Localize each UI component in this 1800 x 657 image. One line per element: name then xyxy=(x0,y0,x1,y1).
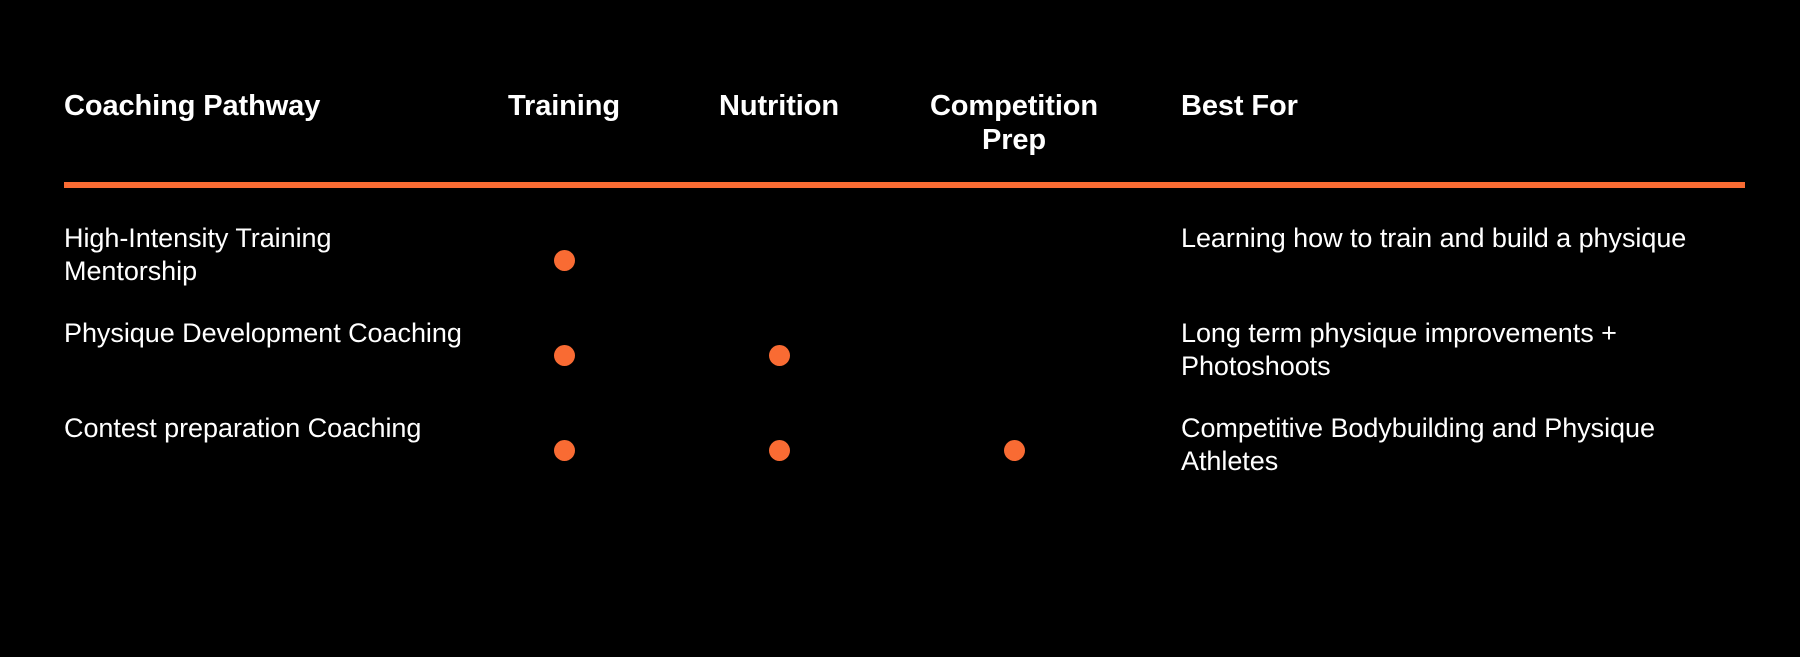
row-label-pathway: Contest preparation Coaching xyxy=(64,413,422,443)
table-row: High-Intensity Training Mentorship Learn… xyxy=(64,222,1745,317)
cell-best-for: Long term physique improvements + Photos… xyxy=(1181,318,1617,382)
filled-dot-icon xyxy=(768,345,790,366)
cell-training xyxy=(464,412,664,507)
column-header-competition-prep: Competition Prep xyxy=(929,90,1099,156)
column-header-best-for: Best For xyxy=(1181,90,1298,122)
cell-competition-prep xyxy=(894,412,1134,507)
table-row: Contest preparation Coaching Competitive… xyxy=(64,412,1745,507)
coaching-pathway-table: Coaching Pathway Training Nutrition Comp… xyxy=(64,0,1745,657)
table-header-row: Coaching Pathway Training Nutrition Comp… xyxy=(64,90,1745,157)
cell-competition-prep xyxy=(894,222,1134,317)
row-label-pathway: Physique Development Coaching xyxy=(64,318,462,348)
cell-best-for: Competitive Bodybuilding and Physique At… xyxy=(1181,413,1655,477)
row-label-pathway: High-Intensity Training Mentorship xyxy=(64,223,332,287)
cell-competition-prep xyxy=(894,317,1134,412)
filled-dot-icon xyxy=(1003,440,1025,461)
cell-training xyxy=(464,222,664,317)
cell-training xyxy=(464,317,664,412)
column-header-nutrition: Nutrition xyxy=(719,90,839,122)
cell-nutrition xyxy=(664,412,894,507)
cell-nutrition xyxy=(664,317,894,412)
table-body: High-Intensity Training Mentorship Learn… xyxy=(64,222,1745,507)
column-header-coaching-pathway: Coaching Pathway xyxy=(64,90,321,122)
filled-dot-icon xyxy=(553,345,575,366)
filled-dot-icon xyxy=(768,440,790,461)
table-row: Physique Development Coaching Long term … xyxy=(64,317,1745,412)
filled-dot-icon xyxy=(553,250,575,271)
column-header-training: Training xyxy=(508,90,620,122)
cell-nutrition xyxy=(664,222,894,317)
header-divider xyxy=(64,182,1745,188)
filled-dot-icon xyxy=(553,440,575,461)
cell-best-for: Learning how to train and build a physiq… xyxy=(1181,223,1687,253)
